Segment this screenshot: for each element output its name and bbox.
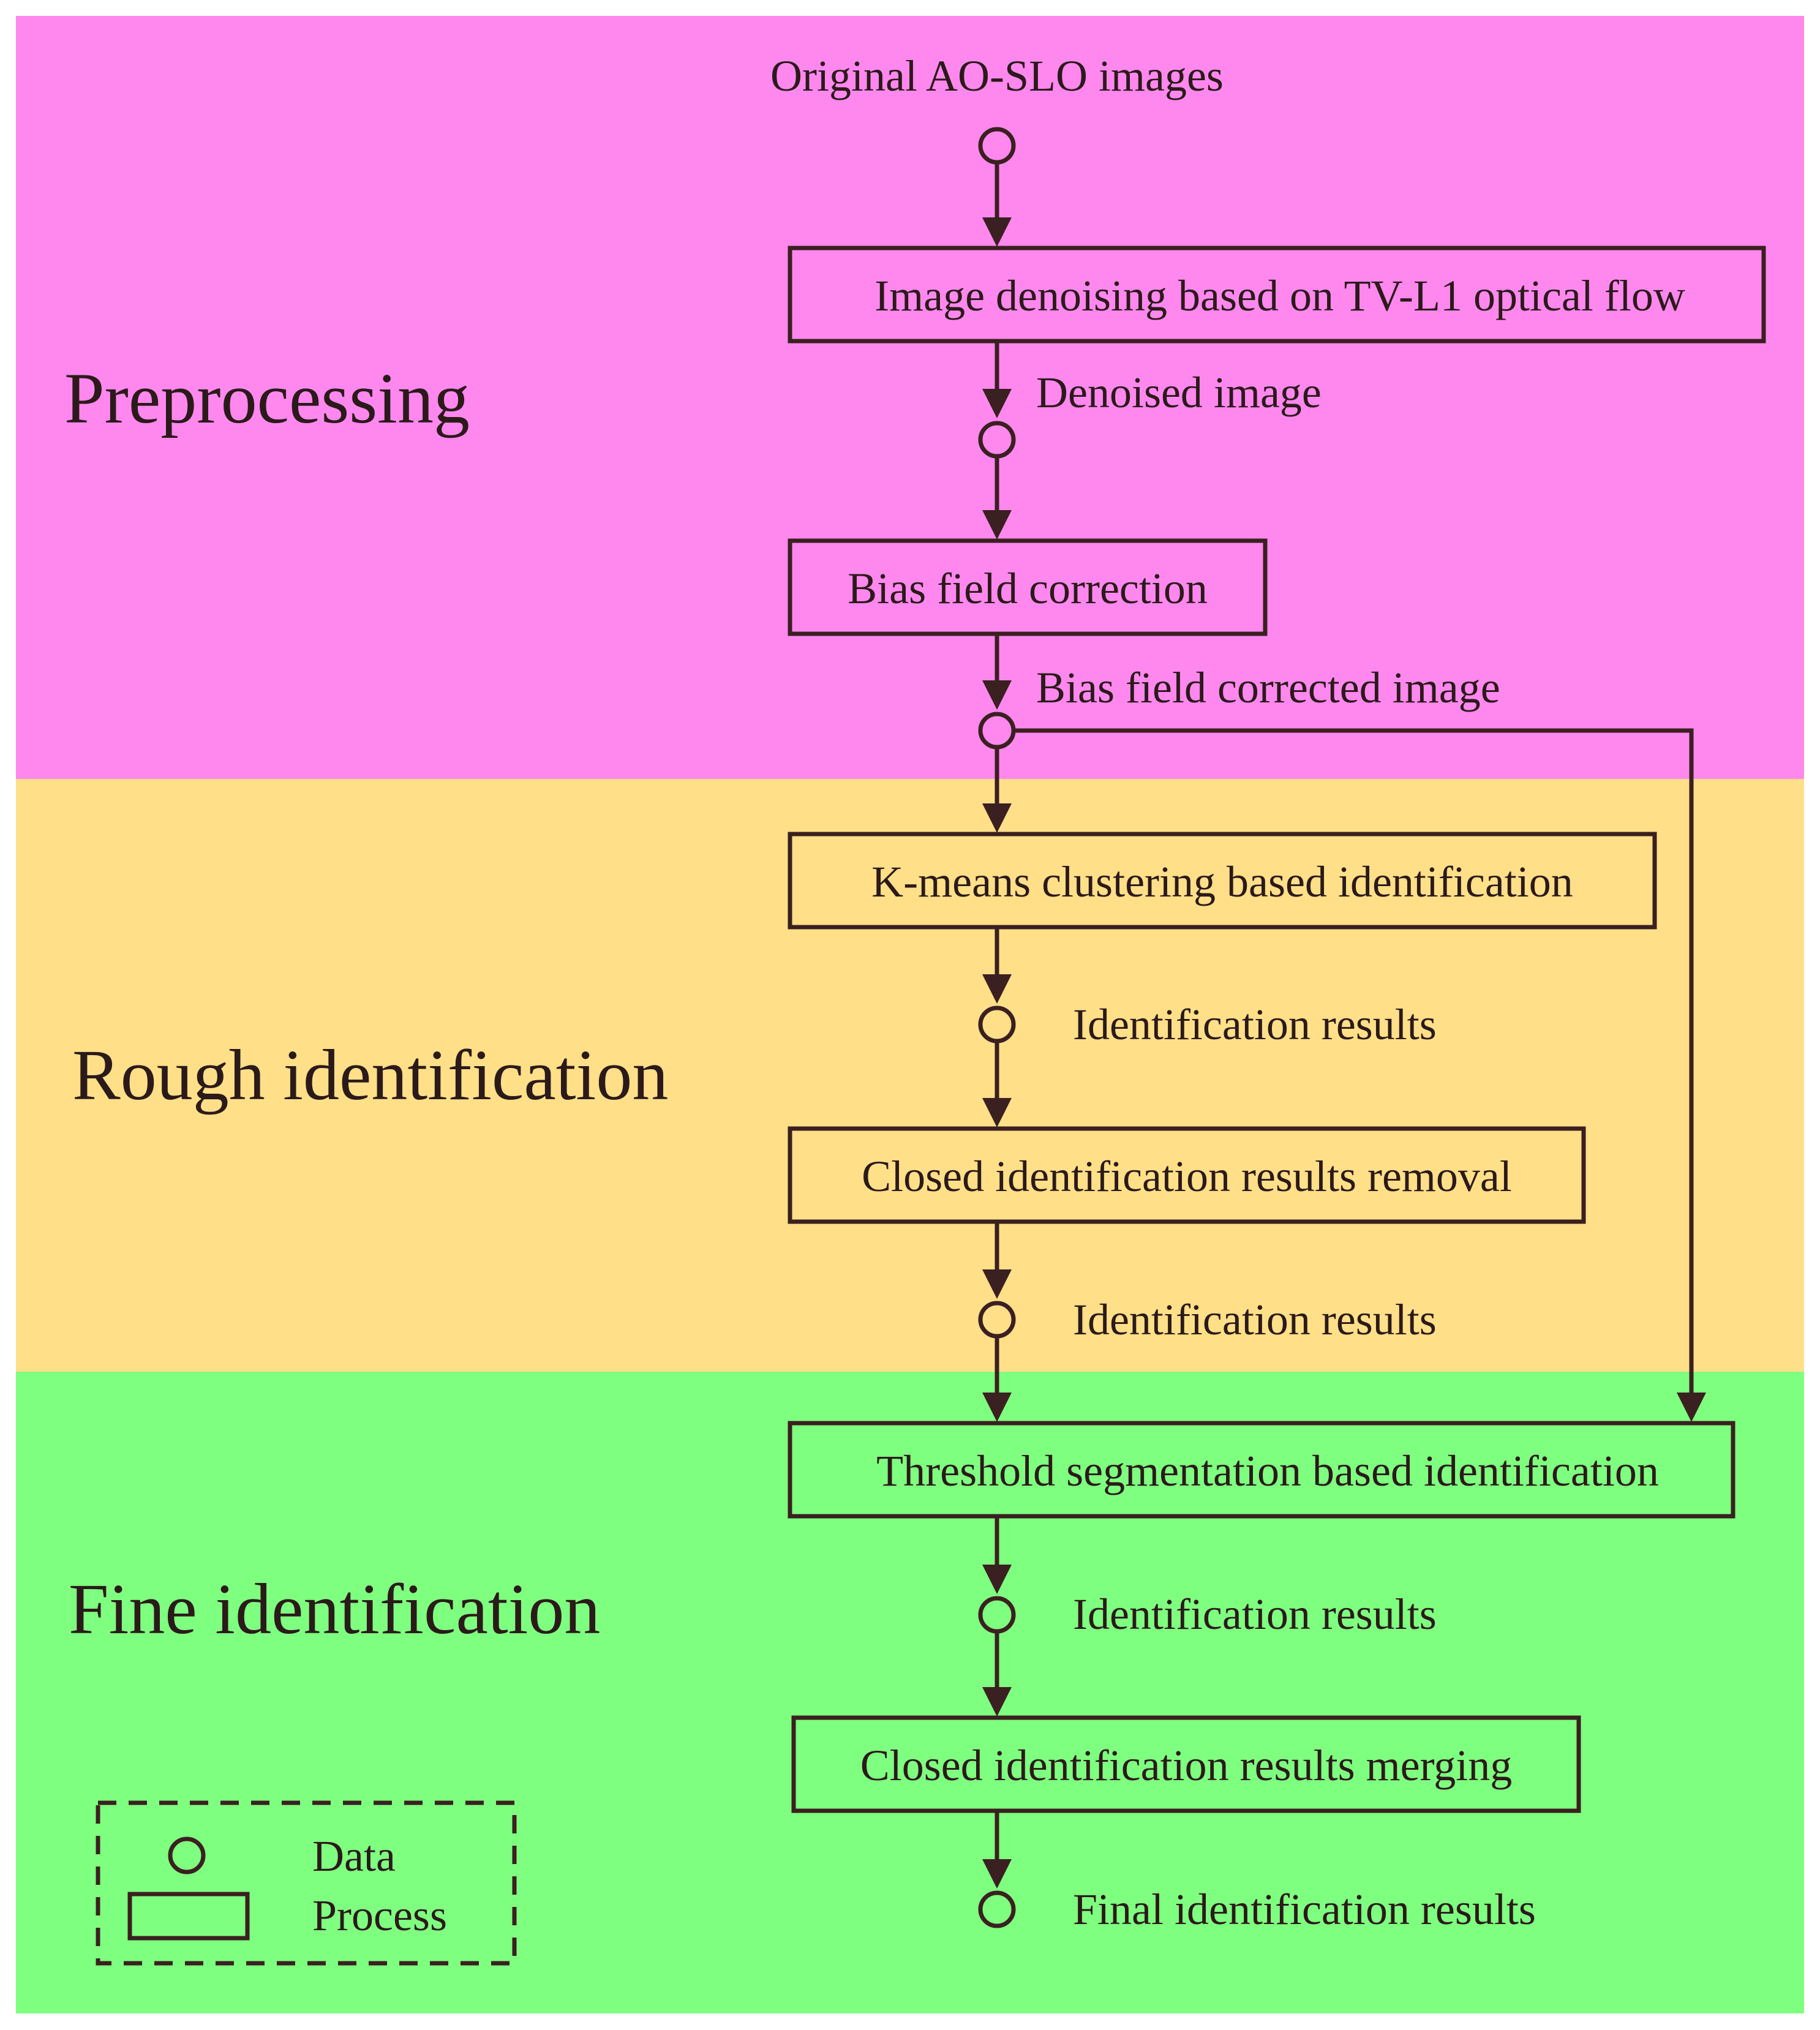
arrowhead: [982, 974, 1012, 1004]
process-label-merging: Closed identification results merging: [860, 1741, 1513, 1790]
arrowhead: [982, 1393, 1012, 1422]
process-box-removal: [788, 1126, 1586, 1224]
arrowhead: [1677, 1393, 1706, 1422]
arrowhead: [982, 1098, 1012, 1127]
data-node-final-results: [978, 1890, 1016, 1928]
arrowhead: [982, 389, 1012, 418]
arrowhead: [982, 1687, 1012, 1716]
data-label-denoised: Denoised image: [1036, 368, 1322, 417]
process-label-bias-correction: Bias field correction: [848, 564, 1208, 613]
data-label-final-results: Final identification results: [1073, 1885, 1536, 1934]
process-box-bias-correction: [788, 538, 1268, 636]
arrowhead: [982, 217, 1012, 247]
legend-data-icon: [168, 1836, 206, 1874]
band-label-fine-identification: Fine identification: [69, 1569, 600, 1649]
arrowhead: [982, 680, 1012, 710]
legend-data-label: Data: [312, 1832, 396, 1881]
input-label: Original AO-SLO images: [770, 51, 1224, 100]
legend-box: [96, 1800, 517, 1966]
process-box-denoising: [788, 246, 1766, 344]
band-fine-identification: [16, 1372, 1804, 2013]
data-label-rough-results: Identification results: [1073, 1000, 1437, 1049]
legend-process-label: Process: [312, 1891, 447, 1940]
process-box-threshold: [788, 1421, 1735, 1519]
arrowhead: [982, 510, 1012, 539]
process-label-kmeans: K-means clustering based identification: [871, 857, 1573, 906]
band-rough-identification: [16, 779, 1804, 1372]
arrowhead: [982, 1269, 1012, 1299]
process-box-merging: [791, 1715, 1581, 1813]
band-label-preprocessing: Preprocessing: [64, 358, 470, 438]
arrowhead: [982, 1565, 1012, 1594]
process-box-kmeans: [788, 832, 1657, 930]
band-preprocessing: [16, 16, 1804, 779]
band-label-rough-identification: Rough identification: [72, 1035, 668, 1115]
bypass-connector: [1013, 728, 1694, 1396]
data-label-removal-results: Identification results: [1073, 1295, 1437, 1344]
process-label-removal: Closed identification results removal: [862, 1152, 1512, 1201]
data-label-threshold-results: Identification results: [1073, 1590, 1437, 1639]
arrowhead: [982, 1859, 1012, 1889]
process-label-denoising: Image denoising based on TV-L1 optical f…: [874, 271, 1685, 320]
data-label-bias-corrected: Bias field corrected image: [1036, 663, 1500, 712]
arrowhead: [982, 803, 1012, 833]
process-label-threshold: Threshold segmentation based identificat…: [876, 1446, 1659, 1495]
legend-process-icon: [127, 1892, 250, 1941]
